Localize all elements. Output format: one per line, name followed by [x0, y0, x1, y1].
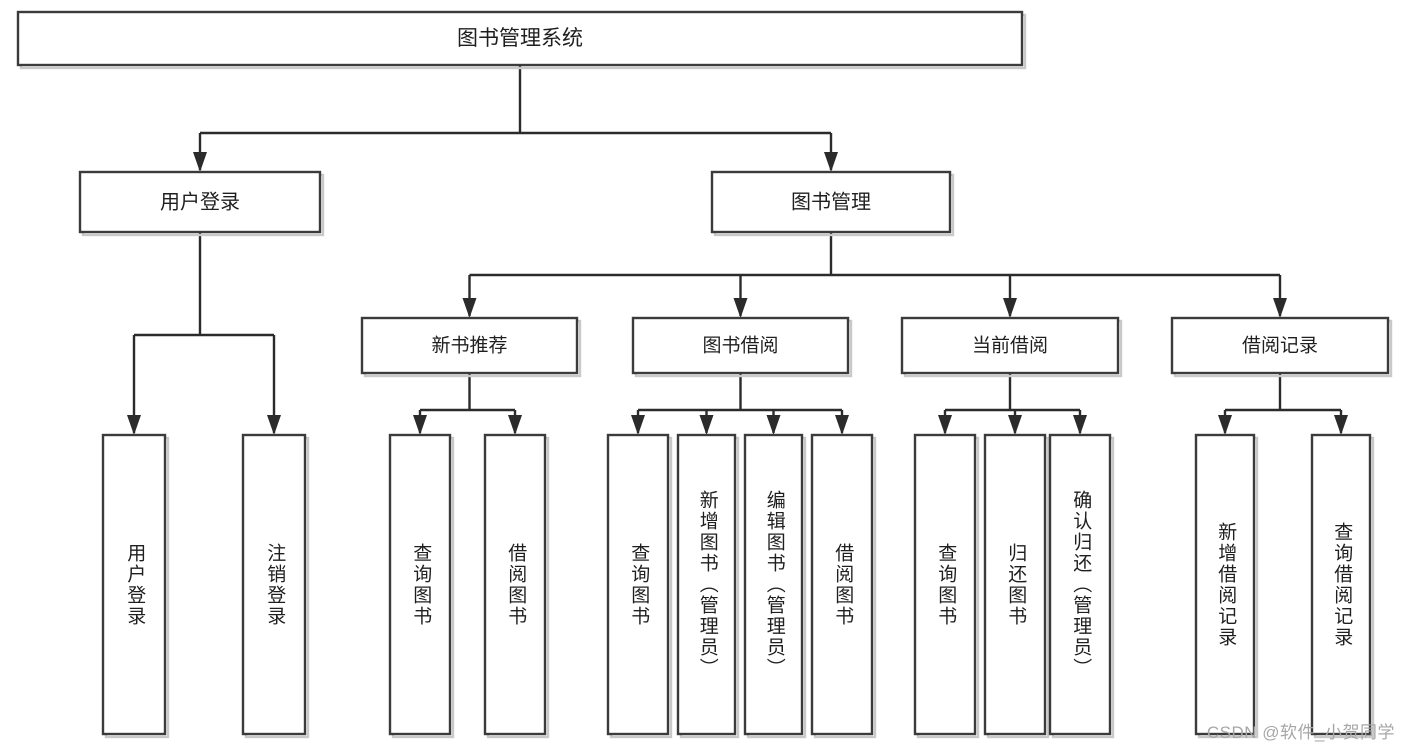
arrow-head-icon	[267, 415, 281, 435]
node-label: 图书管理	[791, 190, 871, 213]
arrow-head-icon	[766, 415, 781, 435]
node-box[interactable]	[78, 170, 325, 237]
node-box[interactable]	[710, 170, 955, 237]
leaf-node-box[interactable]	[1310, 433, 1375, 739]
connector-layer	[127, 65, 1348, 435]
arrow-head-icon	[699, 415, 714, 435]
node-label: 图书借阅	[702, 335, 778, 357]
arrow-head-icon	[938, 415, 952, 435]
arrow-head-icon	[1008, 415, 1022, 435]
node-box[interactable]	[16, 10, 1027, 70]
node-box[interactable]	[1170, 316, 1393, 378]
arrow-head-icon	[462, 298, 477, 318]
arrow-head-icon	[1218, 415, 1232, 435]
arrow-head-icon	[1003, 298, 1017, 318]
leaf-node-box[interactable]	[388, 433, 455, 739]
arrow-head-icon	[835, 415, 849, 435]
leaf-node-box[interactable]	[743, 433, 807, 739]
node-box[interactable]	[360, 316, 582, 378]
arrow-head-icon	[413, 415, 427, 435]
arrow-head-icon	[631, 415, 645, 435]
arrow-head-icon	[1273, 298, 1287, 318]
leaf-node-box[interactable]	[913, 433, 980, 739]
node-label: 当前借阅	[972, 335, 1048, 357]
arrow-head-icon	[127, 415, 141, 435]
node-label: 用户登录	[160, 190, 240, 213]
leaf-node-box[interactable]	[676, 433, 740, 739]
arrow-head-icon	[1073, 415, 1087, 435]
arrow-head-icon	[193, 152, 207, 172]
watermark-text: CSDN @软件_小贺同学	[1206, 723, 1395, 742]
leaf-node-box[interactable]	[1048, 433, 1115, 739]
leaf-node-box[interactable]	[241, 433, 310, 739]
leaf-node-box[interactable]	[810, 433, 877, 739]
arrow-head-icon	[824, 152, 838, 172]
leaf-node-box[interactable]	[101, 433, 170, 739]
leaf-node-box[interactable]	[606, 433, 673, 739]
node-box[interactable]	[631, 316, 853, 378]
leaf-node-box[interactable]	[483, 433, 550, 739]
node-label: 图书管理系统	[457, 27, 583, 50]
arrow-head-icon	[1334, 415, 1348, 435]
arrow-head-icon	[508, 415, 522, 435]
leaf-node-box[interactable]	[1194, 433, 1259, 739]
leaf-node-box[interactable]	[983, 433, 1050, 739]
node-box[interactable]	[900, 316, 1123, 378]
node-label: 借阅记录	[1242, 335, 1318, 357]
node-label: 新书推荐	[431, 335, 507, 357]
arrow-head-icon	[733, 298, 748, 318]
